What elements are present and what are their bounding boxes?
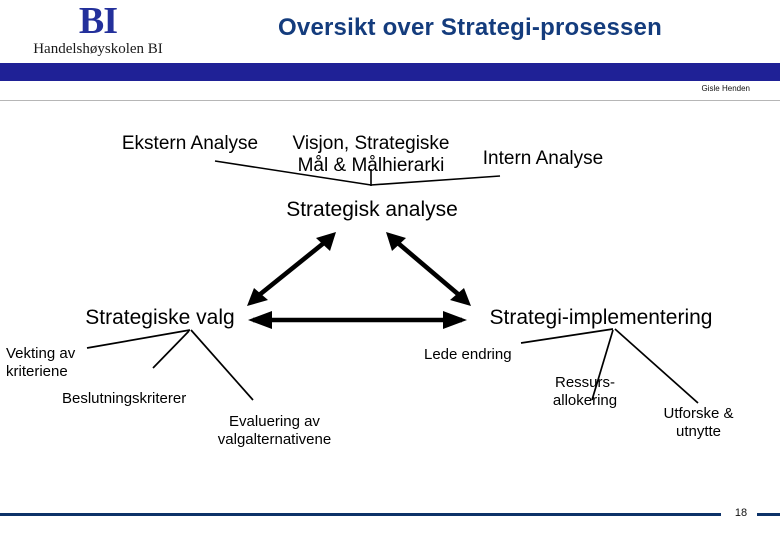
- header-bar: [0, 63, 780, 81]
- detail-utforske-utnytte: Utforske & utnytte: [663, 405, 734, 440]
- page-title: Oversikt over Strategi-prosessen: [278, 14, 662, 41]
- bi-logo-mark: BI: [78, 0, 118, 42]
- bi-logo: BI Handelshøyskolen BI: [14, 2, 182, 60]
- arrow-valg-analyse-line: [251, 236, 332, 302]
- arrowhead-right-horizontal: [443, 311, 467, 329]
- label-ekstern-analyse: Ekstern Analyse: [121, 133, 259, 154]
- label-visjon-mal: Visjon, Strategiske Mål & Målhierarki: [292, 133, 450, 177]
- arrowhead-up-left-diagonal: [316, 232, 336, 251]
- node-strategi-implementering: Strategi-implementering: [489, 306, 713, 329]
- detail-evaluering-av-valgalternativene: Evaluering av valgalternativene: [217, 413, 332, 448]
- detail-beslutningskriterer: Beslutningskriterer: [62, 390, 187, 407]
- detail-ressursallokering: Ressurs- allokering: [552, 374, 618, 409]
- arrowhead-down-left-diagonal: [247, 288, 268, 306]
- page-number: 18: [734, 507, 748, 519]
- arrowhead-down-right-diagonal: [450, 288, 471, 306]
- label-intern-analyse: Intern Analyse: [482, 148, 604, 169]
- connector-valg-to-beslutningskriterer: [152, 330, 190, 369]
- arrowhead-up-right-diagonal: [386, 232, 406, 251]
- arrow-implementering-analyse-line: [390, 236, 467, 302]
- author-name: Gisle Henden: [701, 84, 750, 93]
- footer-rule-right: [757, 513, 780, 516]
- node-strategiske-valg: Strategiske valg: [85, 306, 235, 329]
- detail-lede-endring: Lede endring: [424, 346, 512, 363]
- footer-rule-left: [0, 513, 721, 516]
- header-divider: [0, 100, 780, 101]
- detail-vekting-av-kriteriene: Vekting av kriteriene: [6, 345, 76, 380]
- bi-logo-subtitle: Handelshøyskolen BI: [33, 41, 163, 57]
- connector-impl-to-lede-endring: [520, 328, 614, 344]
- node-strategisk-analyse: Strategisk analyse: [286, 198, 458, 221]
